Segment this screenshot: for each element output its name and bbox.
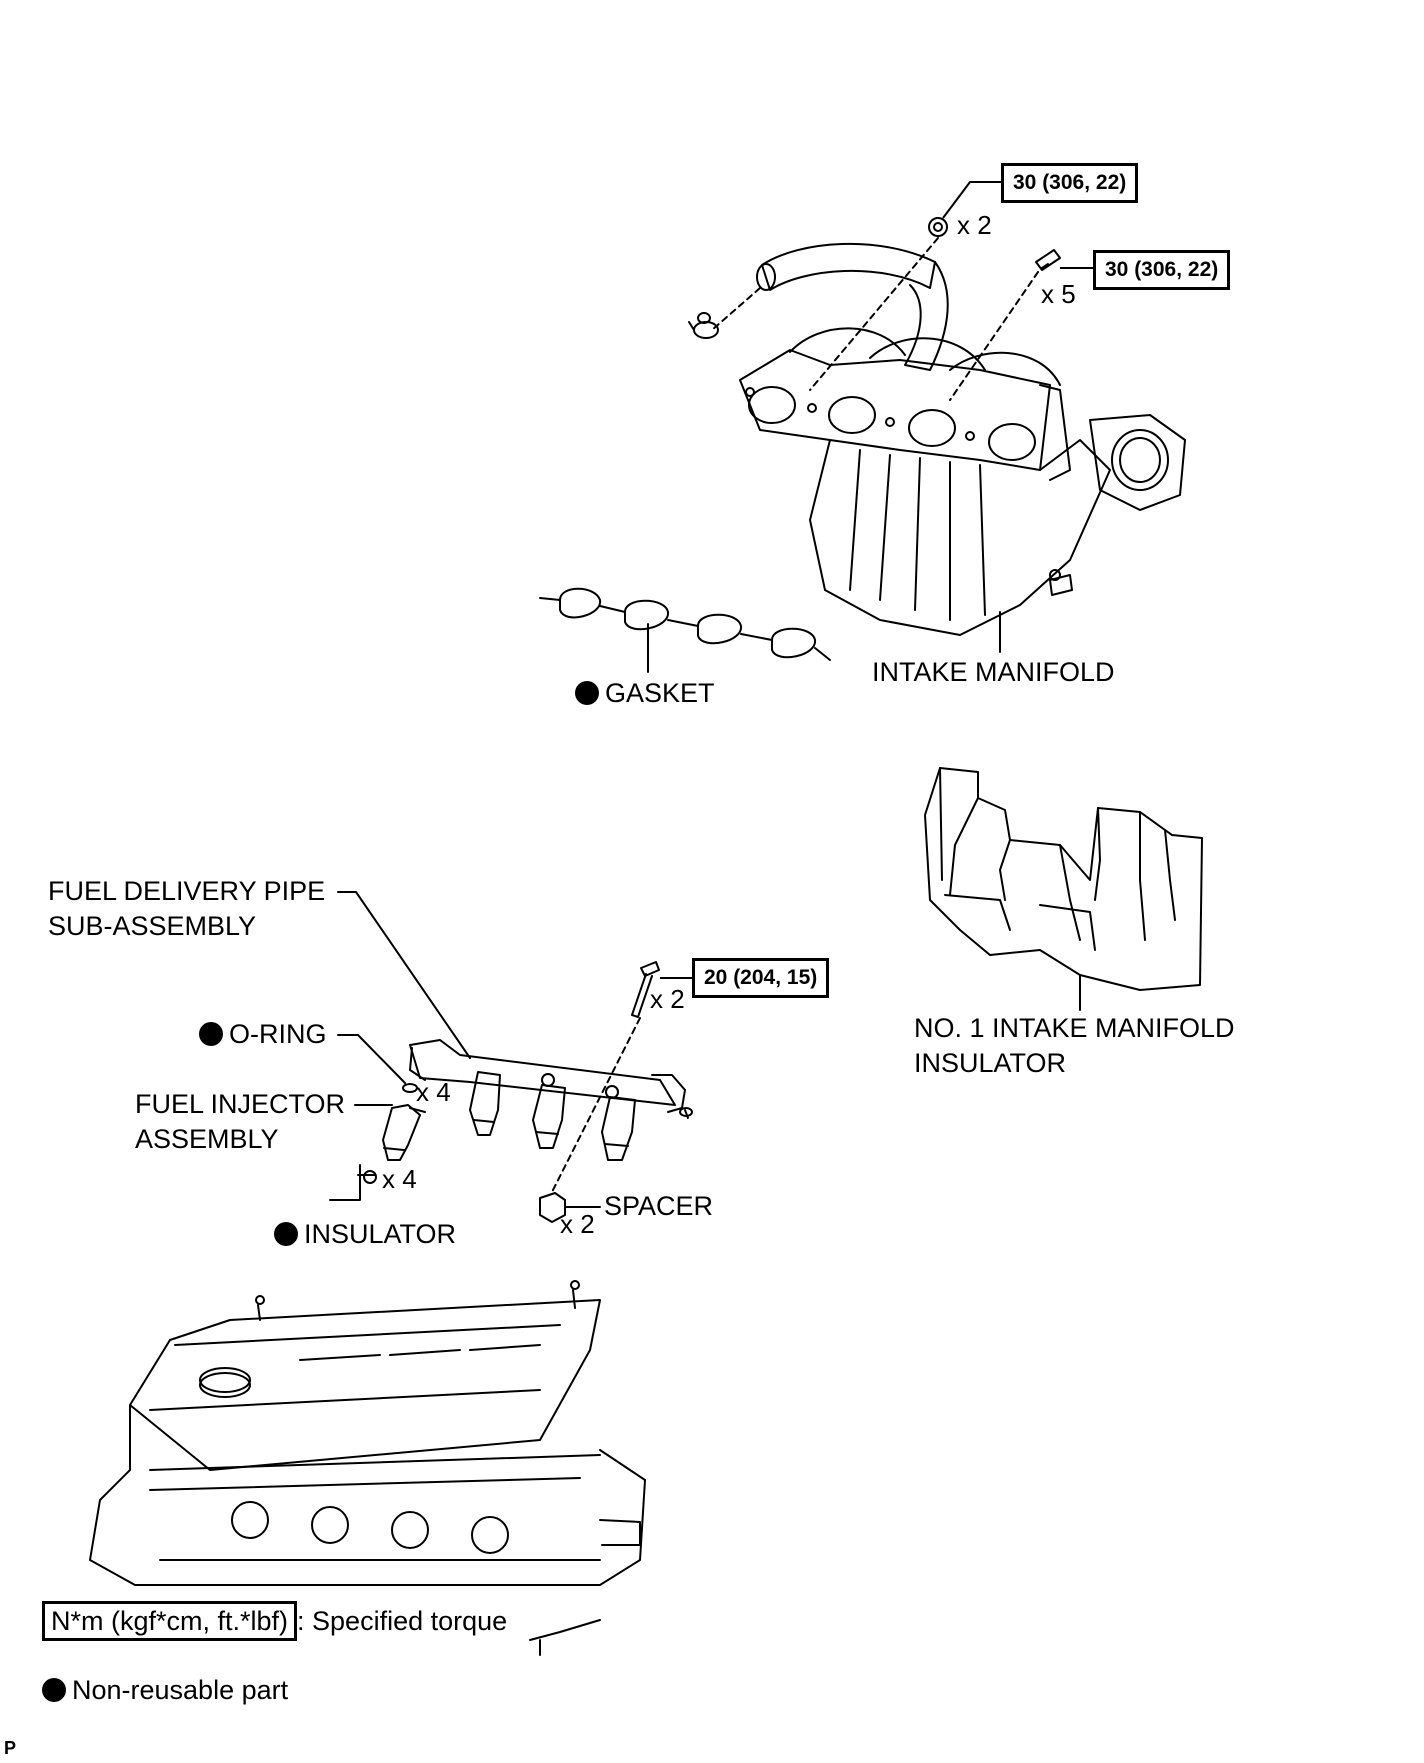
fuel-delivery-pipe-label-line2: SUB-ASSEMBLY [48,911,257,941]
hose-clamp [688,312,719,339]
non-reusable-dot-icon [42,1678,66,1702]
pipe-bolt [631,961,660,1018]
cylinder-head-drawing [89,1280,646,1656]
insulator-drawing [363,1170,377,1184]
o-ring-drawing [402,1083,418,1093]
gasket-drawing [539,587,831,661]
manifold-insulator-label: NO. 1 INTAKE MANIFOLD INSULATOR [914,1011,1235,1081]
install-line-pipe [551,1017,641,1193]
manifold-insulator-drawing [924,767,1203,1011]
qty-insulator: x 4 [382,1164,417,1194]
torque-spec-pipe-bolt: 20 (204, 15) [692,958,830,998]
intake-manifold-label: INTAKE MANIFOLD [872,657,1115,687]
leader-lines-fuel [329,891,601,1208]
qty-nut: x 2 [957,210,992,240]
legend-torque: N*m (kgf*cm, ft.*lbf): Specified torque [42,1601,507,1641]
o-ring-label: O-RING [199,1017,327,1052]
non-reusable-dot-icon [274,1222,298,1246]
fuel-injector-label-line2: ASSEMBLY [135,1124,279,1154]
gasket-label: GASKET [575,676,715,711]
fuel-delivery-pipe-label: FUEL DELIVERY PIPE SUB-ASSEMBLY [48,874,325,944]
spacer-label: SPACER [604,1191,714,1221]
breather-hose [756,242,949,371]
non-reusable-dot-icon [575,681,599,705]
leader-lines-top [647,611,1001,673]
manifold-nut [928,217,948,237]
legend-torque-box: N*m (kgf*cm, ft.*lbf) [42,1601,298,1641]
fuel-injectors [382,1071,636,1161]
insulator-label: INSULATOR [274,1217,456,1252]
fuel-injector-label-line1: FUEL INJECTOR [135,1089,346,1119]
spacer-drawing [539,1192,566,1223]
manifold-insulator-label-line2: INSULATOR [914,1048,1067,1078]
torque-spec-manifold-bolt: 30 (306, 22) [1093,250,1231,290]
legend-torque-text: : Specified torque [297,1606,508,1636]
qty-manifold-bolt: x 5 [1041,279,1076,309]
legend-nonreusable: Non-reusable part [42,1673,288,1708]
qty-pipe-bolt: x 2 [650,984,685,1014]
qty-spacer: x 2 [560,1209,595,1239]
non-reusable-dot-icon [199,1022,223,1046]
qty-o-ring: x 4 [416,1077,451,1107]
intake-manifold-drawing [739,327,1186,636]
fuel-delivery-pipe-label-line1: FUEL DELIVERY PIPE [48,876,326,906]
manifold-bolt [1035,249,1061,271]
torque-spec-nut: 30 (306, 22) [1001,163,1139,203]
legend-nonreusable-text: Non-reusable part [72,1675,289,1705]
corner-mark: P [4,1738,17,1758]
fuel-injector-label: FUEL INJECTOR ASSEMBLY [135,1087,345,1157]
manifold-insulator-label-line1: NO. 1 INTAKE MANIFOLD [914,1013,1235,1043]
